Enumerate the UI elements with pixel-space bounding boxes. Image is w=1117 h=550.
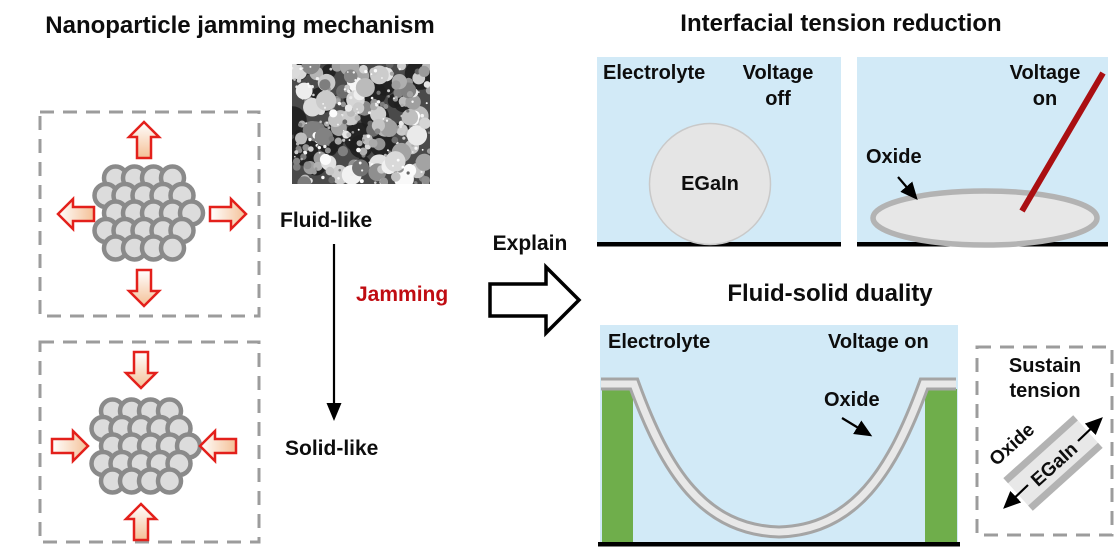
electrode-wire [1019, 71, 1106, 213]
fluid-like-label: Fluid-like [280, 209, 373, 232]
oxide-membrane [601, 380, 956, 536]
left-section-title: Nanoparticle jamming mechanism [45, 12, 435, 39]
pillar-left [602, 389, 633, 542]
off-state: off [765, 88, 791, 110]
stress-arrow-up [125, 120, 163, 160]
jamming-label: Jamming [356, 283, 449, 306]
stress-arrow-right [50, 427, 90, 465]
solid-like-label: Solid-like [285, 437, 379, 460]
tension-arrow-upper [1077, 417, 1103, 442]
on-state: on [1032, 88, 1058, 110]
pillar-right [925, 389, 957, 542]
stress-arrow-down [122, 350, 160, 390]
slab-core [1003, 415, 1103, 511]
sustain-tension-dashed-box [975, 345, 1114, 537]
oxide-pointer-arrow-top [897, 176, 918, 201]
oxide-pointer-arrow-bottom [841, 417, 873, 437]
slab-oxide-bottom [1028, 442, 1103, 511]
voltage-on-label-bottom: Voltage on [828, 331, 929, 353]
nanoparticle [158, 234, 187, 262]
tension-arrow-lower [1003, 484, 1029, 509]
egain-label: EGaIn [681, 173, 739, 195]
solid-state-dashed-box [38, 340, 261, 544]
tension-word: tension [1009, 380, 1081, 402]
nanoparticle-cluster-solid [89, 397, 203, 495]
voltage-off-label: Voltage off [722, 60, 834, 112]
electrolyte-label-bottom-panel: Electrolyte [608, 331, 711, 353]
stress-arrows [50, 120, 248, 542]
fluid-state-dashed-box [38, 110, 261, 318]
voltage-word-on: Voltage [1009, 62, 1081, 84]
duality-panel-title: Fluid-solid duality [727, 280, 933, 307]
voltage-word: Voltage [742, 62, 814, 84]
substrate-line-bottom [598, 542, 960, 547]
jamming-transition-arrow [326, 244, 342, 421]
explain-block-arrow [488, 262, 582, 338]
egain-droplet-sphere [648, 122, 772, 246]
explain-label: Explain [492, 232, 568, 255]
stress-arrow-down [125, 268, 163, 308]
stress-arrow-left [56, 195, 96, 233]
tension-panel-title: Interfacial tension reduction [680, 10, 1002, 37]
egain-oxide-slab: EGaIn [1003, 415, 1103, 511]
stress-arrow-up [122, 502, 160, 542]
electrolyte-label-left-panel: Electrolyte [603, 62, 706, 84]
nanoparticle-cluster-fluid [92, 164, 206, 262]
egain-droplet-flattened [870, 188, 1100, 248]
nanoparticle [155, 467, 184, 495]
voltage-on-label-top: Voltage on [986, 60, 1104, 112]
sustain-tension-label: Sustain tension [980, 354, 1110, 404]
sustain-word: Sustain [1008, 355, 1082, 377]
slab-oxide-top [1003, 415, 1078, 484]
stress-arrow-right [208, 195, 248, 233]
oxide-label-top: Oxide [866, 146, 922, 168]
stress-arrow-left [198, 427, 238, 465]
nanoparticle-sem-image [292, 64, 430, 184]
oxide-label-bottom: Oxide [824, 389, 880, 411]
